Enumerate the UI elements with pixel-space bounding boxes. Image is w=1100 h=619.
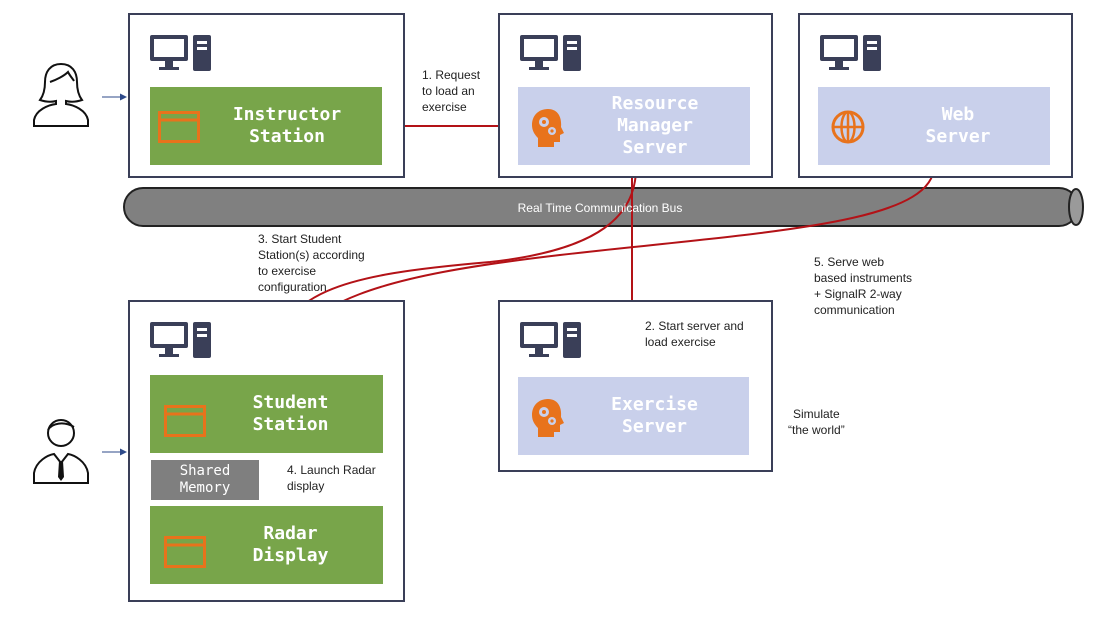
instructor-station[interactable]: Instructor Station — [150, 87, 382, 165]
communication-bus — [123, 187, 1084, 227]
window-icon — [164, 405, 206, 437]
gear-head-icon — [532, 399, 564, 437]
simulate-note: Simulate “the world” — [788, 407, 845, 437]
gear-head-icon — [532, 109, 564, 147]
resource-manager-label: Resource Manager Server — [611, 93, 699, 158]
resource-manager-server[interactable]: Resource Manager Server — [518, 87, 750, 165]
step-2-note: 2. Start server and load exercise — [645, 319, 744, 349]
globe-icon — [831, 110, 865, 144]
web-server[interactable]: Web Server — [818, 87, 1050, 165]
step-4-note: 4. Launch Radar display — [287, 463, 376, 493]
student-station[interactable]: Student Station — [150, 375, 383, 453]
computer-icon — [820, 35, 881, 71]
computer-icon — [150, 322, 211, 358]
computer-icon — [150, 35, 211, 71]
window-icon — [158, 111, 200, 143]
male-user-icon — [33, 419, 89, 484]
radar-display[interactable]: Radar Display — [150, 506, 383, 584]
exercise-server-label: Exercise Server — [611, 394, 698, 437]
female-user-icon — [33, 62, 89, 127]
computer-icon — [520, 322, 581, 358]
radar-display-label: Radar Display — [252, 523, 329, 566]
shared-memory-label: Shared Memory — [179, 463, 231, 496]
step-3-note: 3. Start Student Station(s) according to… — [258, 232, 365, 294]
web-server-label: Web Server — [925, 104, 991, 147]
window-icon — [164, 536, 206, 568]
bus-label: Real Time Communication Bus — [517, 201, 683, 215]
shared-memory: Shared Memory — [151, 460, 259, 500]
exercise-server[interactable]: Exercise Server — [518, 377, 749, 455]
computer-icon — [520, 35, 581, 71]
step-1-note: 1. Request to load an exercise — [422, 68, 481, 114]
instructor-station-label: Instructor Station — [232, 104, 342, 147]
step-5-note: 5. Serve web based instruments + SignalR… — [814, 255, 913, 317]
student-station-label: Student Station — [252, 392, 329, 435]
